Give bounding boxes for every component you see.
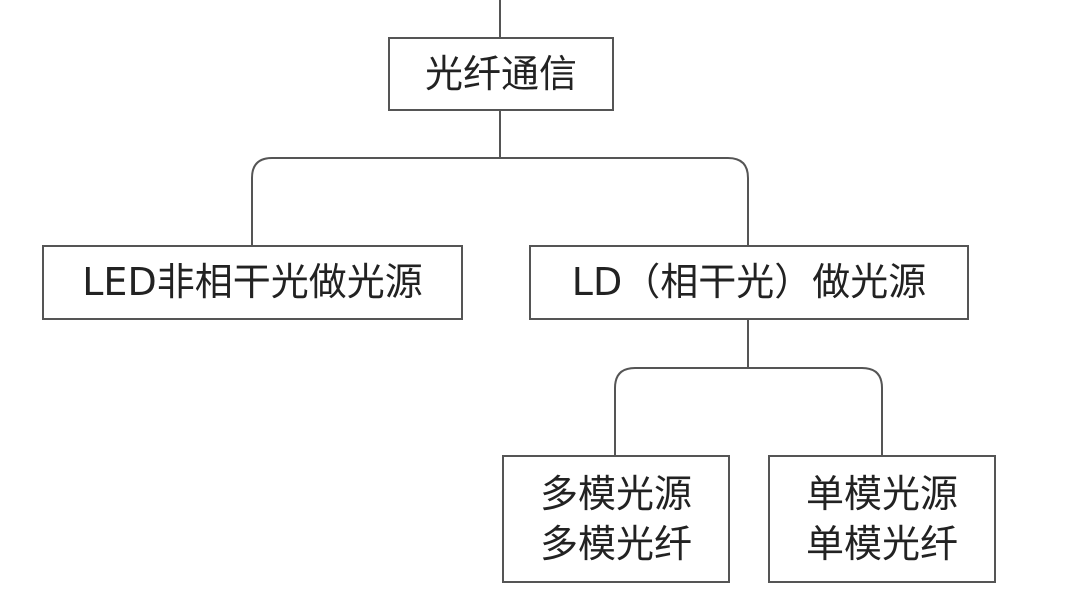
node-label: LD（相干光）做光源 xyxy=(571,260,927,305)
node-label-line-2: 多模光纤 xyxy=(539,522,692,566)
node-singlemode: 单模光源 单模光纤 xyxy=(768,455,996,583)
node-label: LED非相干光做光源 xyxy=(82,260,423,305)
node-label: 光纤通信 xyxy=(424,51,577,96)
node-label-line-1: 单模光源 xyxy=(805,471,958,516)
node-label-line-1: 多模光源 xyxy=(539,471,692,516)
connector-root-branch xyxy=(251,157,749,246)
connector-ld-branch xyxy=(614,367,883,456)
node-led-source: LED非相干光做光源 xyxy=(42,245,463,320)
node-ld-source: LD（相干光）做光源 xyxy=(529,245,969,320)
node-label-line-2: 单模光纤 xyxy=(805,522,958,566)
node-optical-communication: 光纤通信 xyxy=(388,37,614,111)
node-multimode: 多模光源 多模光纤 xyxy=(502,455,730,583)
